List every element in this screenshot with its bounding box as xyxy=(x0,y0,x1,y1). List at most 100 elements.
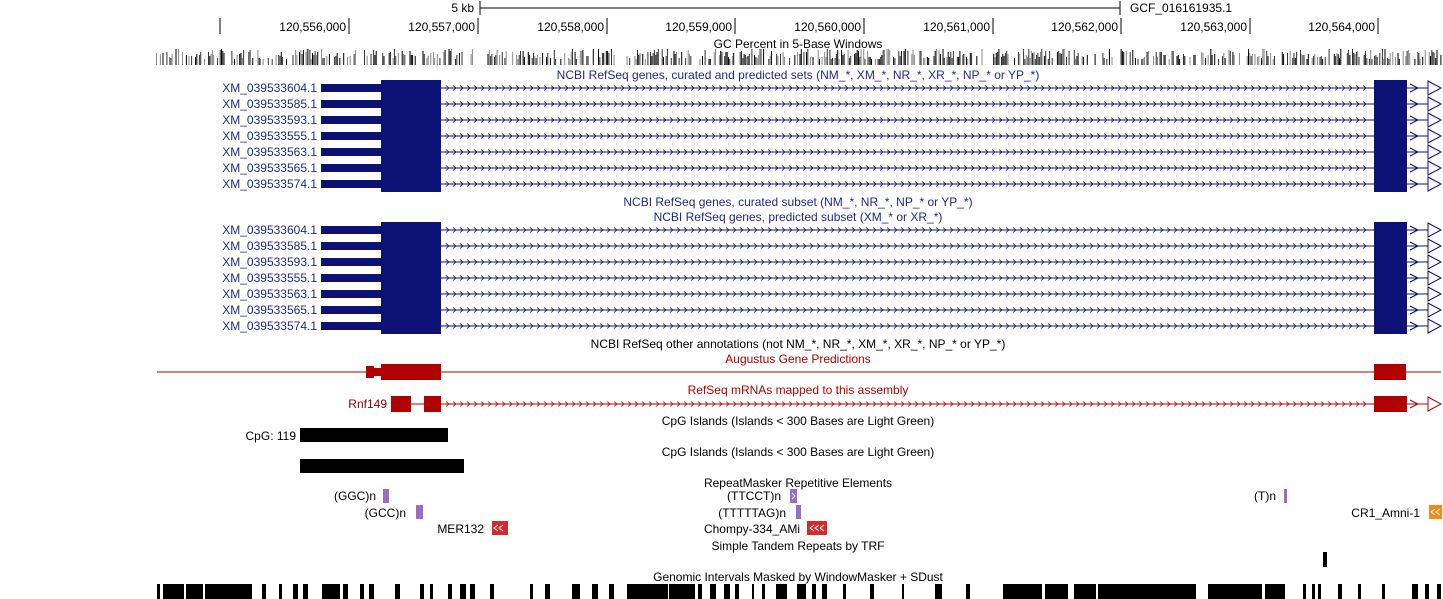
gc-bar xyxy=(1333,54,1335,65)
strand-arrows xyxy=(445,259,1367,265)
gc-bar xyxy=(653,50,655,65)
repeat-label-tttttag: (TTTTTAG)n xyxy=(718,506,786,520)
gc-bar xyxy=(748,54,750,65)
gc-bar xyxy=(1398,59,1400,65)
utr-block xyxy=(321,164,381,172)
gc-bar xyxy=(976,56,978,65)
gc-bar xyxy=(422,51,424,65)
strand-arrows xyxy=(445,149,1367,155)
gc-bar xyxy=(587,56,589,65)
offscreen-continuation-arrow xyxy=(1427,144,1443,160)
masked-interval xyxy=(822,584,827,599)
strand-arrows xyxy=(445,101,1367,107)
gc-bar xyxy=(439,58,441,65)
gc-bar xyxy=(1063,49,1065,65)
gc-bar xyxy=(951,58,953,65)
gc-bar xyxy=(1311,58,1313,65)
gc-bar xyxy=(1366,58,1368,65)
gc-bar xyxy=(1106,59,1108,65)
gc-bar xyxy=(1017,52,1019,65)
end-arrow xyxy=(1409,305,1420,315)
gc-bar xyxy=(1019,54,1021,65)
gc-bar xyxy=(1320,56,1322,65)
gc-bar xyxy=(1301,54,1303,65)
gc-bar xyxy=(869,57,871,65)
gc-bar xyxy=(886,49,888,65)
gc-bar xyxy=(1263,49,1265,65)
gc-bar xyxy=(1066,57,1067,65)
masked-interval xyxy=(262,584,266,599)
end-arrow xyxy=(1409,273,1420,283)
gc-bar xyxy=(1376,57,1378,65)
masked-interval xyxy=(369,584,374,599)
gc-bar xyxy=(1358,57,1360,65)
gc-bar xyxy=(517,59,519,65)
gc-bar xyxy=(912,50,914,65)
repeat-block-chompy xyxy=(807,521,827,535)
gc-bar xyxy=(426,58,428,65)
gc-bar xyxy=(747,56,749,65)
gc-bar xyxy=(1027,57,1028,65)
augustus-exon-block xyxy=(381,364,441,380)
gc-bar xyxy=(1406,51,1408,65)
gc-bar xyxy=(586,56,588,65)
gc-bar xyxy=(312,53,313,65)
gc-percent-wiggle xyxy=(156,49,1442,65)
gc-bar xyxy=(1352,49,1353,65)
gc-bar xyxy=(959,51,961,65)
gc-bar xyxy=(893,57,895,65)
gc-bar xyxy=(1224,58,1226,65)
gc-bar xyxy=(776,54,778,65)
gc-bar xyxy=(1153,56,1155,65)
reverse-strand-chevrons xyxy=(809,524,825,532)
gc-bar xyxy=(296,55,298,65)
gc-bar xyxy=(911,54,913,65)
gc-bar xyxy=(575,59,577,65)
gc-bar xyxy=(1171,51,1173,65)
gc-bar xyxy=(572,49,573,65)
transcript-row: XM_039533593.1 xyxy=(222,254,1443,270)
gc-bar xyxy=(581,51,583,65)
gc-bar xyxy=(1251,54,1253,65)
cds-exon-block xyxy=(381,238,441,254)
transcript-row: XM_039533574.1 xyxy=(222,318,1443,334)
strand-arrows xyxy=(445,133,1367,139)
utr-block xyxy=(321,100,381,108)
gc-bar xyxy=(455,59,456,65)
gc-bar xyxy=(751,49,753,65)
gc-bar xyxy=(1141,59,1143,65)
gc-bar xyxy=(1414,59,1416,65)
gc-bar xyxy=(1257,57,1259,65)
gc-bar xyxy=(709,59,711,65)
gc-bar xyxy=(427,56,429,65)
gc-bar xyxy=(782,52,784,65)
gc-bar xyxy=(1014,58,1015,65)
gc-bar xyxy=(904,49,906,65)
gc-bar xyxy=(1407,50,1409,65)
strand-arrows xyxy=(445,275,1367,281)
gc-bar xyxy=(806,52,807,65)
gc-bar xyxy=(884,50,885,65)
gc-bar xyxy=(200,52,202,65)
gc-bar xyxy=(1371,59,1373,65)
gc-bar xyxy=(651,56,653,65)
gc-bar xyxy=(934,51,936,65)
gc-bar xyxy=(335,56,337,65)
gc-bar xyxy=(1007,54,1009,65)
transcript-label: XM_039533565.1 xyxy=(222,303,317,317)
gc-bar xyxy=(292,55,294,65)
gc-bar xyxy=(783,57,785,65)
offscreen-continuation-arrow xyxy=(1427,112,1443,128)
gc-bar xyxy=(1218,59,1220,65)
gc-bar xyxy=(308,49,310,65)
gc-bar xyxy=(678,58,680,65)
gc-bar xyxy=(547,53,549,65)
gc-bar xyxy=(271,59,273,65)
gc-bar xyxy=(1176,56,1178,65)
gc-bar xyxy=(838,59,840,65)
gc-bar xyxy=(1370,50,1372,65)
gc-bar xyxy=(1163,55,1165,65)
gc-bar xyxy=(196,54,198,65)
gc-bar xyxy=(877,59,879,65)
